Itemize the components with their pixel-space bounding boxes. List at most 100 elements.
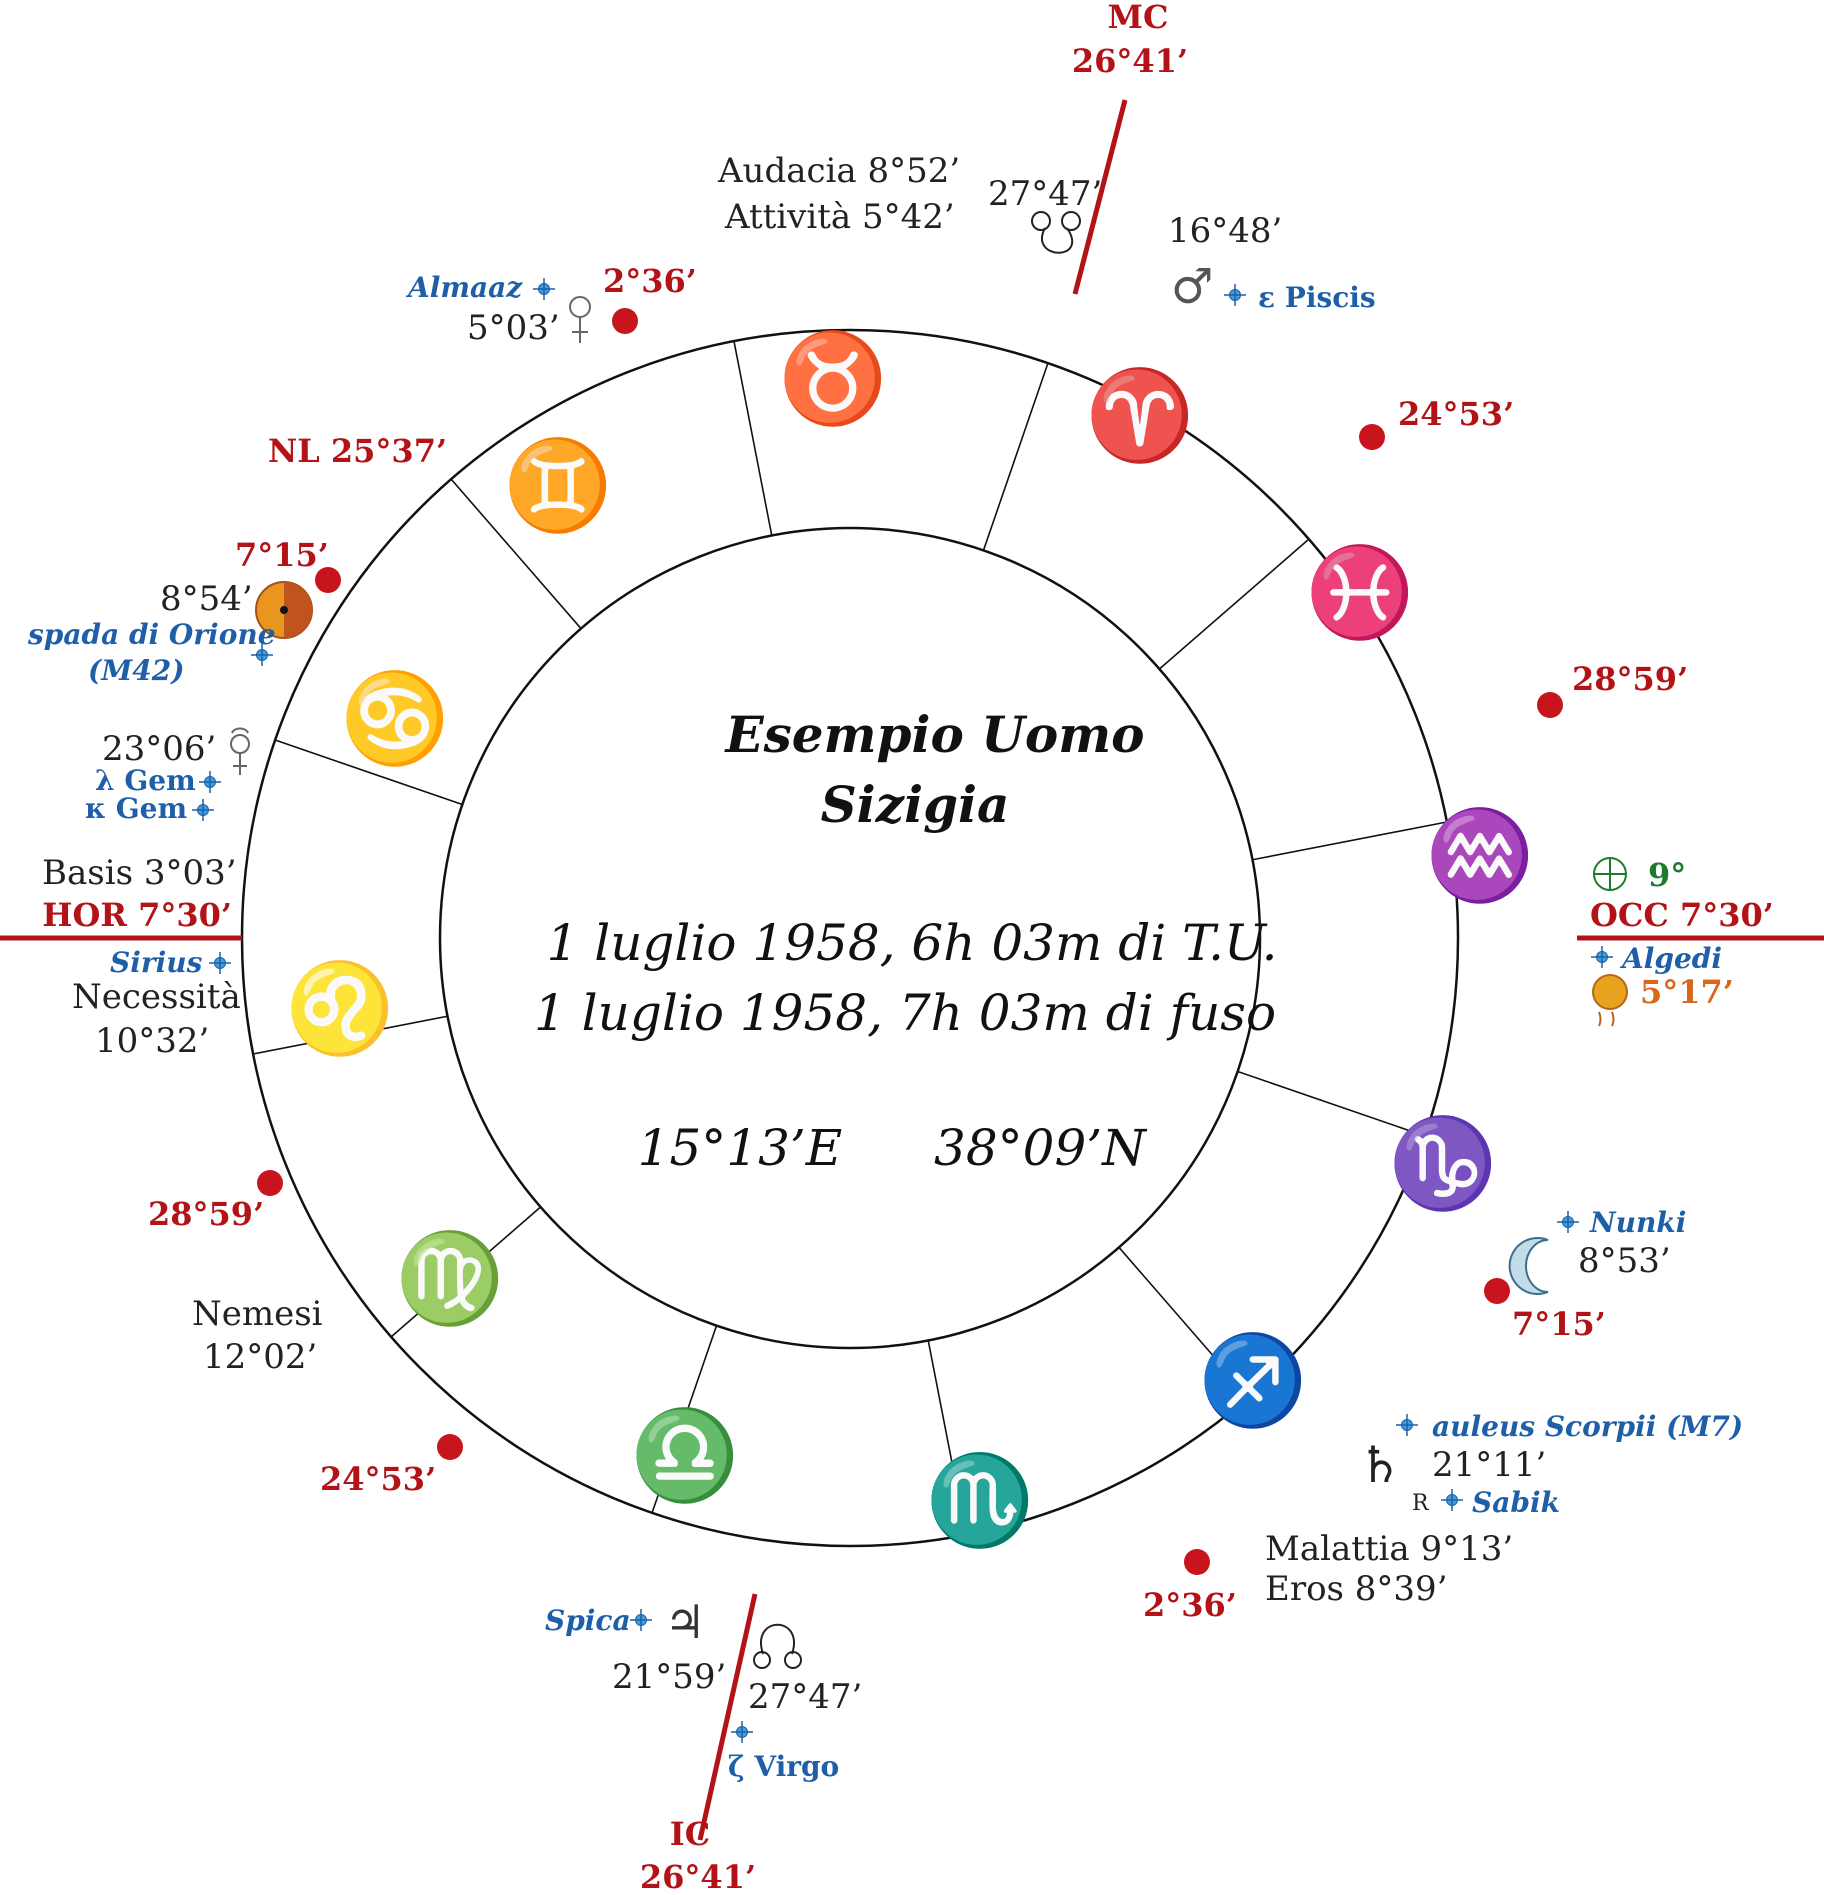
- gemini-icon: ♊: [503, 434, 613, 537]
- house-dividers: [253, 341, 1447, 1535]
- jupiter-degree: 21°59’: [612, 1657, 726, 1697]
- star-icon: [532, 277, 556, 301]
- leo-icon: ♌: [285, 957, 395, 1060]
- cusp-label: 24°53’: [320, 1460, 436, 1498]
- cusp-dot: [1359, 424, 1385, 450]
- mars-icon: ♂: [1170, 259, 1213, 315]
- house-divider: [274, 739, 463, 806]
- cusp-dot: [257, 1170, 283, 1196]
- house-divider: [1252, 821, 1447, 861]
- ic-label: IC: [670, 1815, 710, 1853]
- star-zeta-virgo: ζ Virgo: [728, 1750, 839, 1783]
- lot-nemesi-degree: 12°02’: [203, 1337, 317, 1377]
- aries-icon: ♈: [1085, 364, 1195, 467]
- house-divider: [1158, 538, 1310, 670]
- star-icon: [1556, 1210, 1580, 1234]
- virgo-icon: ♍: [395, 1227, 505, 1330]
- star-icon: [1440, 1488, 1464, 1512]
- sun-degree: 8°54’: [160, 579, 253, 619]
- south-node-degree: 27°47’: [988, 174, 1102, 214]
- house-divider: [450, 478, 582, 630]
- lot-eros: Eros 8°39’: [1265, 1569, 1448, 1609]
- north-node-icon: [753, 1623, 802, 1669]
- house-divider: [982, 362, 1049, 551]
- cusp-label: 28°59’: [148, 1195, 264, 1233]
- star-spica: Spica: [545, 1604, 631, 1637]
- house-divider: [733, 341, 773, 536]
- chart-subtitle: Sizigia: [821, 775, 1010, 834]
- cusp-dot: [1484, 1278, 1510, 1304]
- cusp-dot: [1184, 1549, 1210, 1575]
- star-nunki: Nunki: [1589, 1206, 1686, 1239]
- cusp-label: 24°53’: [1398, 395, 1514, 433]
- moon-sun-icon: [1592, 974, 1628, 1027]
- mars-degree: 16°48’: [1168, 211, 1282, 251]
- cusp-dot: [612, 308, 638, 334]
- cancer-icon: ♋: [340, 667, 450, 770]
- ic-degree: 26°41’: [640, 1858, 756, 1895]
- cusp-dot: [1537, 692, 1563, 718]
- star-icon: [1395, 1413, 1419, 1437]
- cusp-dot: [315, 567, 341, 593]
- cusp-label: 2°36’: [603, 262, 697, 300]
- mc-axis-line: [1072, 99, 1128, 295]
- saturn-degree: 21°11’: [1432, 1445, 1546, 1485]
- house-divider: [390, 1206, 542, 1338]
- cusp-dot: [437, 1434, 463, 1460]
- taurus-icon: ♉: [778, 327, 888, 430]
- moon-degree: 5°17’: [1640, 973, 1734, 1011]
- sagittarius-icon: ♐: [1198, 1329, 1308, 1432]
- capricorn-icon: ♑: [1388, 1112, 1498, 1215]
- cusp-dots: [257, 308, 1563, 1575]
- star-icon: [1223, 283, 1247, 307]
- lot-nl: NL 25°37’: [268, 432, 447, 470]
- lot-necessita-degree: 10°32’: [95, 1021, 209, 1061]
- date-local: 1 luglio 1958, 7h 03m di fuso: [534, 984, 1276, 1042]
- south-node-icon: [1031, 211, 1081, 254]
- earth-icon: [1593, 857, 1627, 891]
- star-m42: (M42): [88, 654, 184, 687]
- ic-axis-line: [697, 1593, 758, 1841]
- aquarius-icon: ♒: [1425, 804, 1535, 907]
- saturn-retrograde: R: [1412, 1491, 1430, 1516]
- lot-attivita: Attività 5°42’: [724, 197, 955, 237]
- lot-audacia: Audacia 8°52’: [717, 151, 960, 191]
- star-lambda-gem: λ Gem: [95, 764, 196, 797]
- star-sabik: Sabik: [1472, 1486, 1560, 1519]
- earth-degree: 9°: [1648, 856, 1686, 894]
- lot-nemesi: Nemesi: [192, 1294, 323, 1334]
- venus-degree: 5°03’: [467, 308, 560, 348]
- lot-malattia: Malattia 9°13’: [1265, 1529, 1513, 1569]
- chart-title: Esempio Uomo: [724, 705, 1145, 764]
- jupiter-icon: ♃: [664, 1595, 705, 1649]
- latitude: 38°09’N: [934, 1119, 1148, 1177]
- star-aculeus: auleus Scorpii (M7): [1432, 1410, 1743, 1443]
- star-icon: [208, 951, 232, 975]
- cusp-label: 28°59’: [1572, 660, 1688, 698]
- star-icon: [730, 1720, 754, 1744]
- moon2-degree: 8°53’: [1578, 1241, 1671, 1281]
- occ-label: OCC 7°30’: [1590, 896, 1774, 934]
- star-icon: [629, 1608, 653, 1632]
- sun-icon: [255, 581, 313, 639]
- house-divider: [927, 1340, 967, 1535]
- cusp-label: 2°36’: [1143, 1586, 1237, 1624]
- date-ut: 1 luglio 1958, 6h 03m di T.U.: [547, 914, 1278, 972]
- pisces-icon: ♓: [1305, 541, 1415, 644]
- venus-icon: [569, 296, 591, 343]
- mercury-icon: [230, 727, 250, 775]
- star-almaaz: Almaaz: [405, 271, 523, 304]
- house-divider: [1237, 1070, 1426, 1137]
- lot-basis: Basis 3°03’: [42, 853, 237, 893]
- star-icon: [198, 770, 222, 794]
- house-divider: [253, 1015, 448, 1055]
- longitude: 15°13’E: [638, 1119, 843, 1177]
- house-divider: [651, 1325, 718, 1514]
- north-node-degree: 27°47’: [748, 1677, 862, 1717]
- star-sirius: Sirius: [110, 946, 203, 979]
- scorpio-icon: ♏: [925, 1449, 1035, 1552]
- mc-degree: 26°41’: [1072, 42, 1188, 80]
- crescent-moon-icon: [1508, 1237, 1549, 1295]
- cusp-label: 7°15’: [235, 536, 329, 574]
